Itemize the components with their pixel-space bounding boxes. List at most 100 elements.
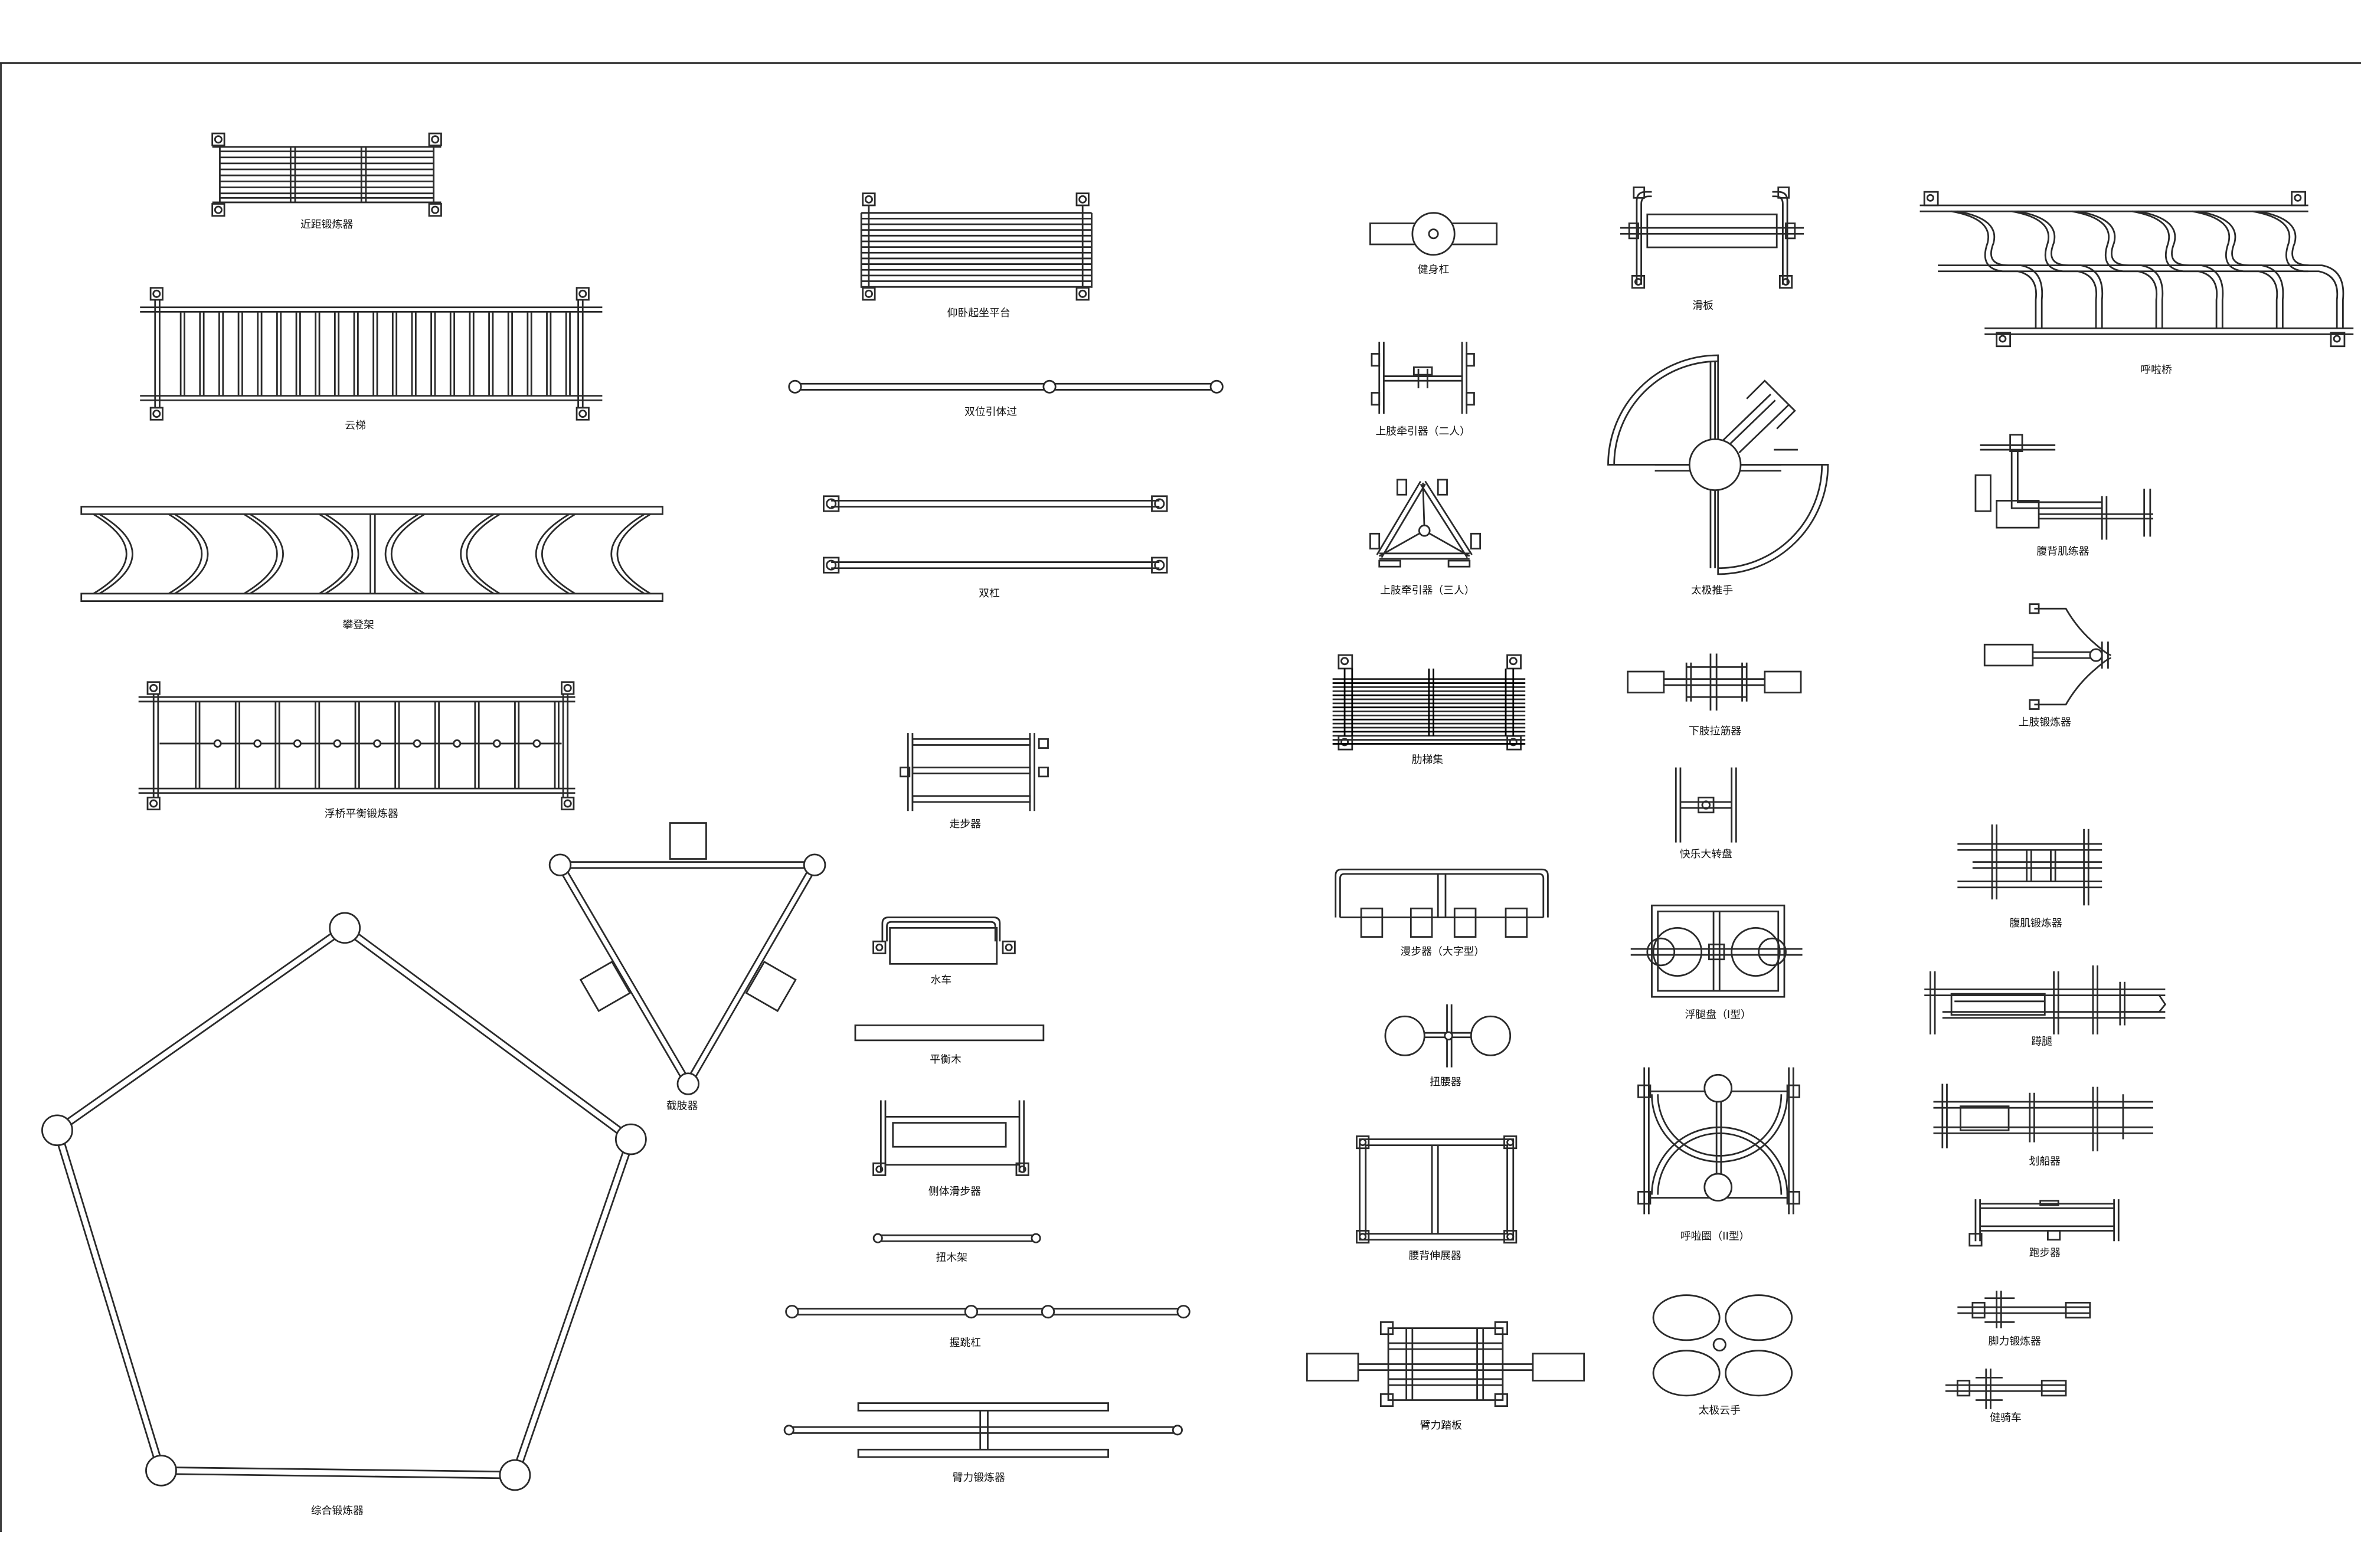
eq-twist-wood-frame: 扭木架 [872,1233,1041,1263]
pentagon-post [329,912,361,944]
bridge-knob [532,739,541,748]
bridge-knob [413,739,421,748]
traction-handle [1437,479,1448,496]
climb-arch [460,513,495,595]
label-parallel-bars: 双杠 [979,587,1000,600]
hula-wave [2071,210,2158,329]
eq-floating-leg-disc-1: 浮腿盘（I型） [1630,904,1803,1021]
label-rib-ladder: 肋梯集 [1412,754,1444,766]
pentagon-post [499,1459,531,1491]
eq-side-slider: 侧体滑步器 [872,1100,1029,1198]
pentagon-rail [517,1140,635,1477]
label-tai-chi-cloud-hands: 太极云手 [1699,1404,1741,1416]
tri-traction-frame [1369,479,1482,568]
climbing-arches [93,513,651,595]
hula-wave [2138,210,2224,329]
label-foot-strength-trainer: 脚力锻炼器 [1989,1335,2041,1348]
eq-fitness-bar: 健身杠 [1369,212,1498,276]
label-treadmill: 跑步器 [2029,1247,2061,1259]
label-double-pull-up-bar: 双位引体过 [964,406,1017,418]
eq-floating-bridge-balance: 浮桥平衡锻炼器 [138,681,575,820]
label-upper-limb-trainer: 上肢锻炼器 [2019,716,2071,728]
triangle-rail [690,866,818,1086]
pentagon-rail [53,1131,159,1472]
pentagon-post [41,1114,73,1147]
bridge-knob [293,739,302,748]
climb-arch [535,513,570,595]
pentagon-rail [511,1138,629,1475]
pentagon-rail [54,924,344,1128]
pentagon-post [614,1123,647,1155]
triangle-rail [562,863,692,1083]
label-slide-board: 滑板 [1692,299,1713,312]
climb-arch [243,513,278,595]
traction-handle [1396,479,1408,496]
triangle-post [803,853,826,876]
hula-wave [2252,210,2339,329]
traction-spoke [1424,529,1470,557]
pentagon-rail [342,929,630,1143]
bridge-knob [333,739,342,748]
eq-sit-up-platform: 仰卧起坐平台 [860,192,1093,319]
traction-handle [1378,559,1401,568]
label-walker: 走步器 [949,818,981,830]
label-hula-hoop-2: 呼啦圈（II型） [1680,1230,1750,1243]
bridge-knob [492,739,501,748]
label-monkey-bars: 云梯 [345,420,366,432]
eq-stroller-big: 漫步器（大字型） [1335,868,1549,958]
label-floating-leg-disc-1: 浮腿盘（I型） [1685,1009,1751,1021]
pentagon-post [145,1455,177,1487]
label-arm-pedal: 臂力踏板 [1420,1419,1463,1432]
hula-wave [1951,210,2038,329]
eq-upper-limb-traction-2: 上肢牵引器（二人） [1371,342,1475,438]
triangle-frame [548,853,826,1095]
traction-rail [1376,480,1421,555]
label-water-wheel: 水车 [931,974,952,986]
label-back-stretcher: 腰背伸展器 [1409,1250,1461,1262]
eq-upper-limb-trainer: 上肢锻炼器 [1983,603,2111,728]
rib-ladder-bars [1332,668,1526,745]
label-leg-stretcher: 下肢拉筋器 [1689,725,1741,738]
eq-treadmill: 跑步器 [1968,1199,2120,1259]
eq-leg-stretcher: 下肢拉筋器 [1627,653,1802,738]
label-side-slider: 侧体滑步器 [928,1186,981,1198]
climb-arch [384,513,419,595]
eq-back-stretcher: 腰背伸展器 [1356,1135,1518,1262]
eq-abdominal-trainer: 腹肌锻炼器 [1957,824,2102,929]
traction-handle [1447,559,1471,568]
label-climbing-frame: 攀登架 [342,618,374,631]
climb-arch [319,513,354,595]
eq-parallel-bars: 双杠 [823,495,1168,600]
traction-hub [1418,524,1431,537]
climb-arch [99,513,133,595]
label-upper-limb-traction-3: 上肢牵引器（三人） [1380,584,1475,597]
climb-arch [168,513,202,595]
pentagon-rail [59,1129,165,1470]
eq-short-distance-trainer: 近距锻炼器 [211,132,442,231]
label-tai-chi-push-hands: 太极推手 [1691,584,1733,597]
climb-arch [174,513,209,595]
label-arm-strength-trainer: 臂力锻炼器 [953,1472,1005,1484]
eq-tai-chi-cloud-hands: 太极云手 [1652,1294,1793,1416]
traction-handle [1369,532,1381,550]
eq-foot-strength-trainer: 脚力锻炼器 [1957,1291,2091,1348]
pentagon-frame [41,912,647,1491]
hula-wave [2192,210,2278,329]
label-squat-leg: 蹲腿 [2031,1036,2052,1048]
traction-rail [1424,480,1473,555]
triangle-post [548,853,572,876]
climb-arch [93,513,127,595]
climb-arch [610,513,645,595]
eq-triangle-leg-trainer: 截肢器 [548,822,826,1112]
pentagon-rail [346,924,634,1138]
hula-wave [2011,210,2098,329]
hula-wave [1957,210,2043,329]
eq-climbing-frame: 攀登架 [80,506,663,631]
eq-grip-jump-bar: 握跳杠 [785,1305,1191,1349]
eq-combined-trainer-pentagon: 综合锻炼器 [41,912,647,1517]
bridge-planks [195,701,560,789]
hula-wave [2131,210,2218,329]
label-upper-limb-traction-2: 上肢牵引器（二人） [1375,425,1470,438]
label-short-distance-trainer: 近距锻炼器 [300,218,353,231]
